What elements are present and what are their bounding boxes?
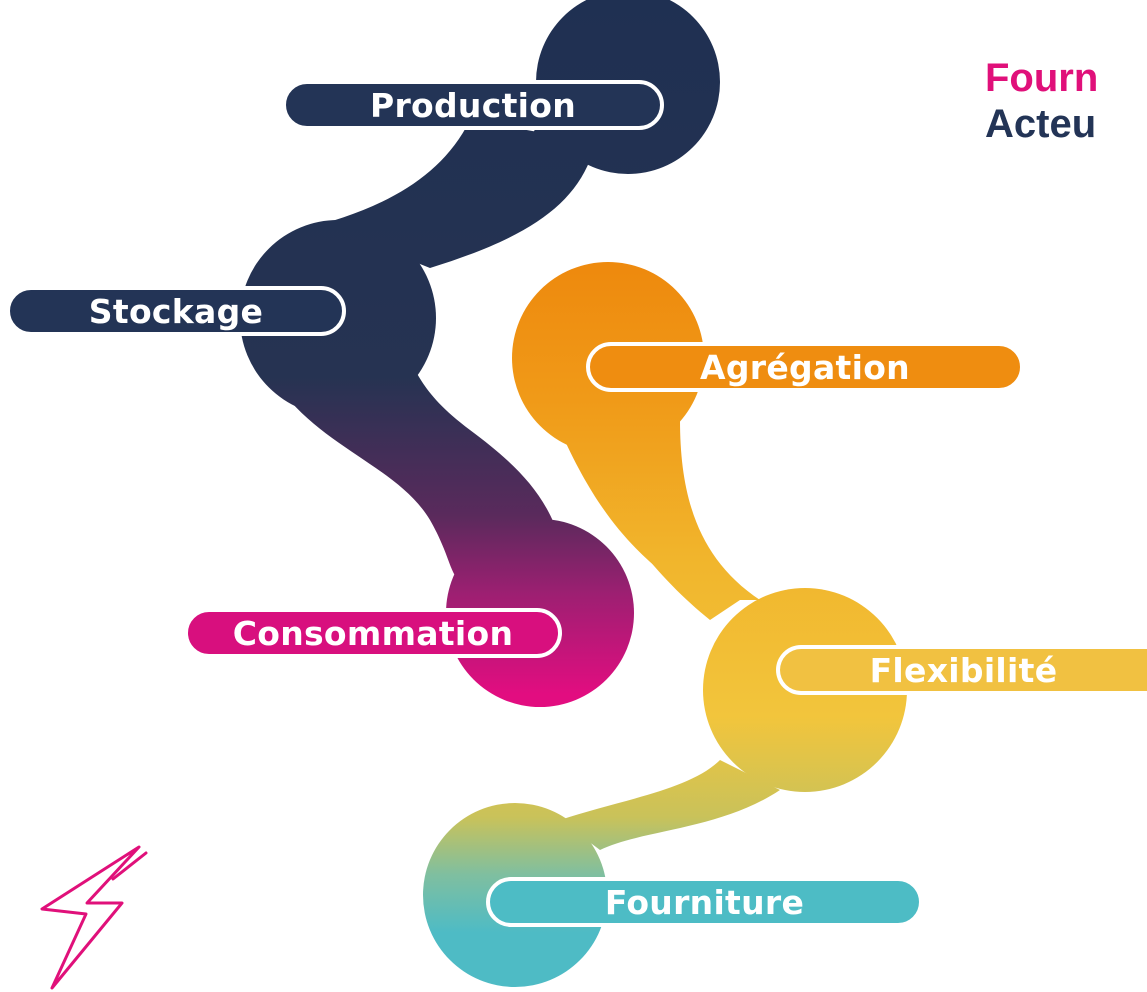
stage-pill-agregation: Agrégation xyxy=(586,342,1024,392)
stage-pill-production: Production xyxy=(282,80,664,130)
stage-pill-fourniture: Fourniture xyxy=(486,877,923,927)
lightning-bolt-icon xyxy=(40,845,148,990)
stage-pill-flexibilite: Flexibilité xyxy=(776,645,1147,695)
stage-pill-stockage: Stockage xyxy=(6,286,346,336)
page-title-line-2: Acteu xyxy=(985,102,1097,146)
upper-molecule-shape xyxy=(240,0,720,707)
page-title-line-1: Fourn xyxy=(985,56,1099,100)
lower-molecule-shape xyxy=(423,262,907,987)
stage-pill-consommation: Consommation xyxy=(184,608,562,658)
